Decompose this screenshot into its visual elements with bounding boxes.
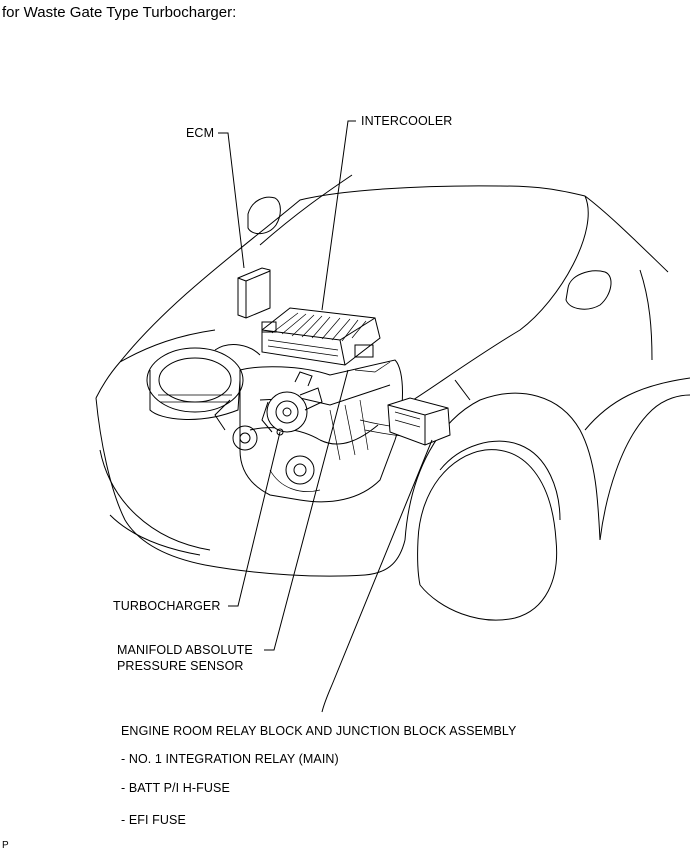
intercooler-unit	[261, 307, 381, 366]
page-marker: P	[2, 840, 9, 851]
relay-item-efi-fuse: - EFI FUSE	[121, 813, 186, 827]
ecm-label: ECM	[186, 126, 215, 140]
relay-item-batt-fuse: - BATT P/I H-FUSE	[121, 781, 230, 795]
turbocharger-label: TURBOCHARGER	[113, 599, 221, 613]
leader-lines	[218, 120, 433, 713]
engine-assembly	[146, 344, 426, 503]
relay-block-label: ENGINE ROOM RELAY BLOCK AND JUNCTION BLO…	[121, 724, 517, 738]
vehicle-body-outline	[95, 174, 690, 621]
map-sensor-label-line2: PRESSURE SENSOR	[117, 659, 244, 673]
relay-block-unit	[387, 397, 451, 446]
map-sensor-label-line1: MANIFOLD ABSOLUTE	[117, 643, 253, 657]
diagram-title: for Waste Gate Type Turbocharger:	[2, 4, 237, 21]
relay-item-integration-relay: - NO. 1 INTEGRATION RELAY (MAIN)	[121, 752, 339, 766]
intercooler-label: INTERCOOLER	[361, 114, 453, 128]
ecm-unit	[237, 267, 271, 319]
